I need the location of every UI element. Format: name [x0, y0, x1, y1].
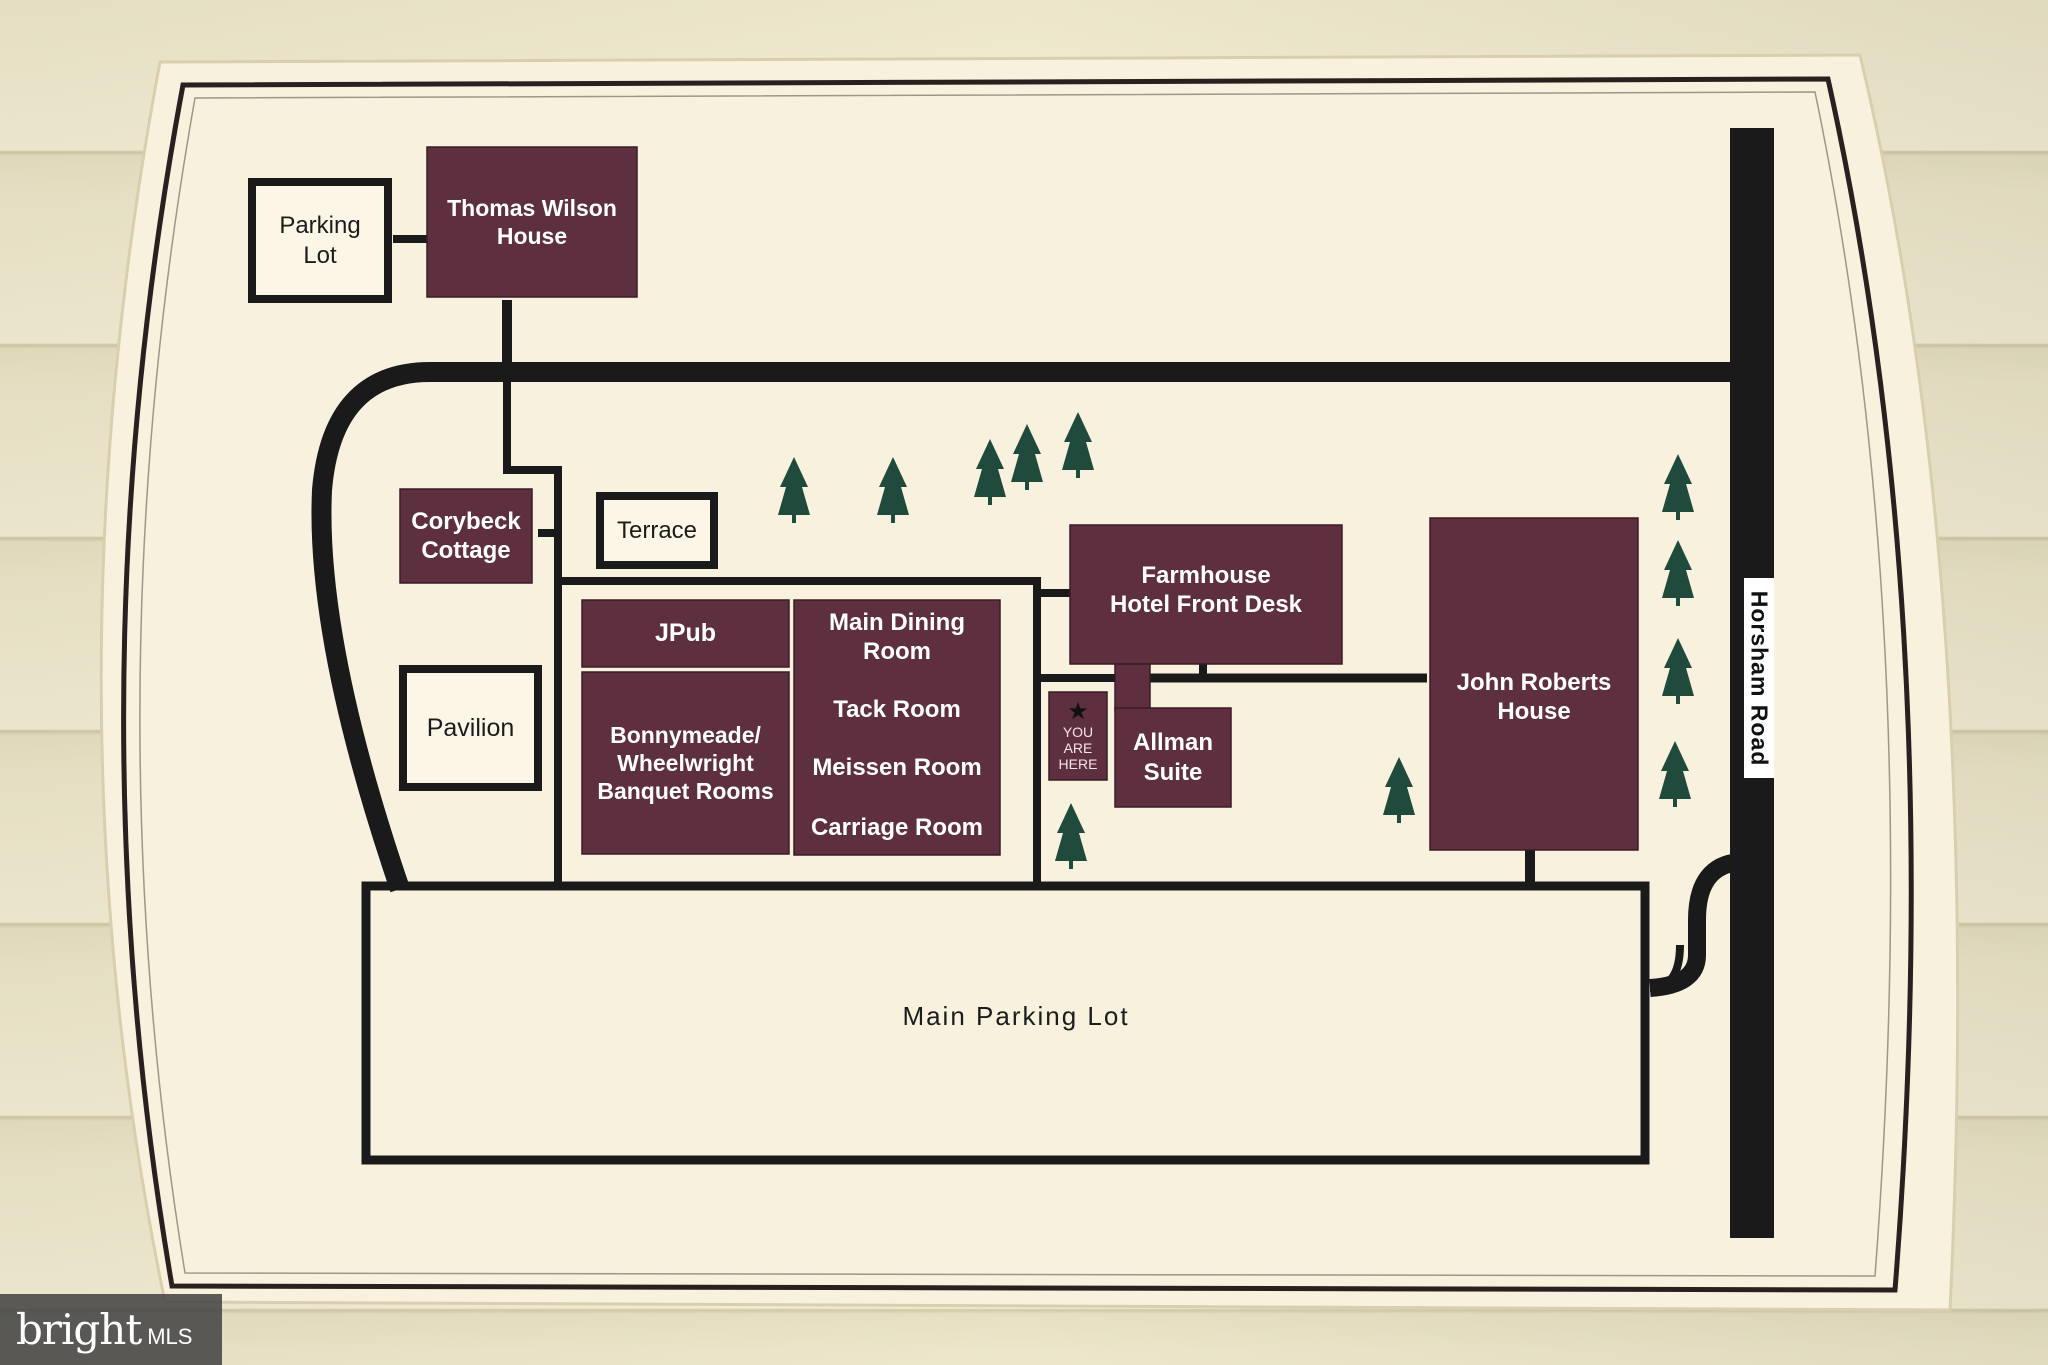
horsham-road-label: Horsham Road — [1744, 578, 1774, 778]
bright-mls-watermark: bright MLS — [0, 1294, 222, 1365]
parking-lot-label: Parking Lot — [279, 212, 361, 269]
star-icon: ★ — [1067, 697, 1089, 725]
bonnymeade-label: Bonnymeade/ Wheelwright Banquet Rooms — [597, 721, 774, 805]
watermark-brand: bright — [16, 1305, 142, 1354]
you-are-here-marker: ★ YOU ARE HERE — [1049, 692, 1107, 780]
allman-suite-label: Allman Suite — [1132, 729, 1213, 786]
main-parking-lot-label: Main Parking Lot — [902, 1001, 1130, 1032]
tree-icons — [778, 412, 1694, 869]
meissen-room-label: Meissen Room — [812, 754, 982, 782]
you-are-here-text: YOU ARE HERE — [1058, 723, 1098, 773]
main-dining-room-label: Main Dining Room — [829, 608, 965, 665]
corybeck-cottage-label: Corybeck Cottage — [411, 507, 521, 564]
carriage-room-label: Carriage Room — [810, 814, 984, 842]
thomas-wilson-house-label: Thomas Wilson House — [447, 194, 617, 249]
jpub-label: JPub — [654, 619, 717, 648]
terrace-label: Terrace — [616, 516, 698, 544]
john-roberts-house-label: John Roberts House — [1456, 668, 1612, 725]
farmhouse-front-desk-label: Farmhouse Hotel Front Desk — [1109, 561, 1303, 618]
watermark-sub: MLS — [147, 1323, 193, 1349]
tack-room-label: Tack Room — [833, 696, 961, 724]
pavilion-label: Pavilion — [426, 713, 515, 742]
